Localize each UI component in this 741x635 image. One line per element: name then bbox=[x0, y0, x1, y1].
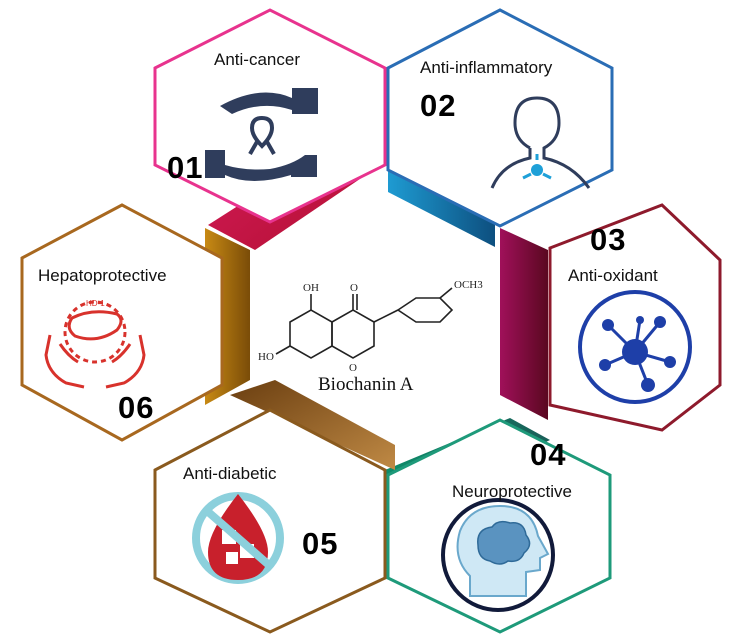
number-05: 05 bbox=[302, 526, 339, 561]
inflammation-marker-icon bbox=[522, 154, 552, 180]
connector-band-3 bbox=[500, 228, 548, 420]
hands-liver-icon bbox=[44, 300, 146, 389]
biochanin-a-structure bbox=[275, 287, 454, 359]
hexagon-anti-inflammatory bbox=[386, 8, 614, 228]
number-04: 04 bbox=[530, 437, 567, 472]
number-06: 06 bbox=[118, 390, 155, 425]
connector-band-5 bbox=[230, 380, 395, 470]
molecule-network-icon bbox=[578, 290, 692, 404]
atom-label-oh-top: OH bbox=[303, 282, 319, 294]
atom-label-carbonyl-o: O bbox=[350, 282, 358, 294]
label-anti-inflammatory: Anti-inflammatory bbox=[420, 58, 553, 77]
person-inflamed-throat-icon bbox=[490, 96, 591, 189]
atom-label-oh-left: HO bbox=[258, 351, 274, 363]
hexagon-anti-cancer bbox=[153, 8, 387, 224]
hands-ribbon-icon bbox=[205, 88, 318, 181]
label-anti-oxidant: Anti-oxidant bbox=[568, 266, 658, 285]
blood-drop-sugar-icon bbox=[192, 492, 284, 584]
atom-label-ring-o: O bbox=[349, 362, 357, 374]
compound-name: Biochanin A bbox=[318, 374, 414, 395]
label-anti-cancer: Anti-cancer bbox=[214, 50, 300, 69]
liver-icon-text: HD-1 bbox=[86, 299, 105, 308]
head-brain-icon bbox=[441, 498, 555, 612]
atom-label-methoxy: OCH3 bbox=[454, 279, 483, 291]
number-02: 02 bbox=[420, 88, 457, 123]
number-03: 03 bbox=[590, 222, 627, 257]
label-neuroprotective: Neuroprotective bbox=[452, 482, 573, 501]
label-hepatoprotective: Hepatoprotective bbox=[38, 266, 167, 285]
number-01: 01 bbox=[167, 150, 204, 185]
label-anti-diabetic: Anti-diabetic bbox=[183, 464, 277, 483]
